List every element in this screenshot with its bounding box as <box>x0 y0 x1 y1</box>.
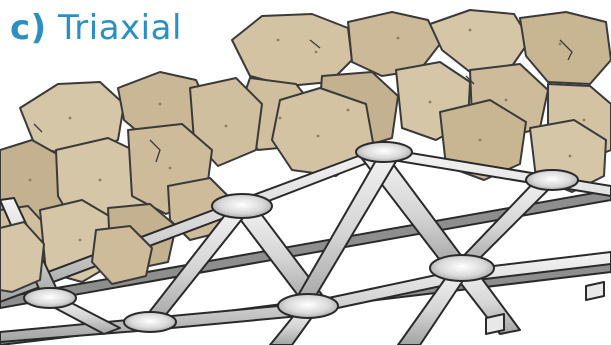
figure-title: c) Triaxial <box>10 6 182 50</box>
aggregate-stone-icon <box>520 12 611 84</box>
aggregate-stone-icon <box>430 10 530 72</box>
panel-letter: c) <box>10 8 47 48</box>
aggregate-stones <box>0 10 611 282</box>
figure-title-text: Triaxial <box>58 8 182 48</box>
